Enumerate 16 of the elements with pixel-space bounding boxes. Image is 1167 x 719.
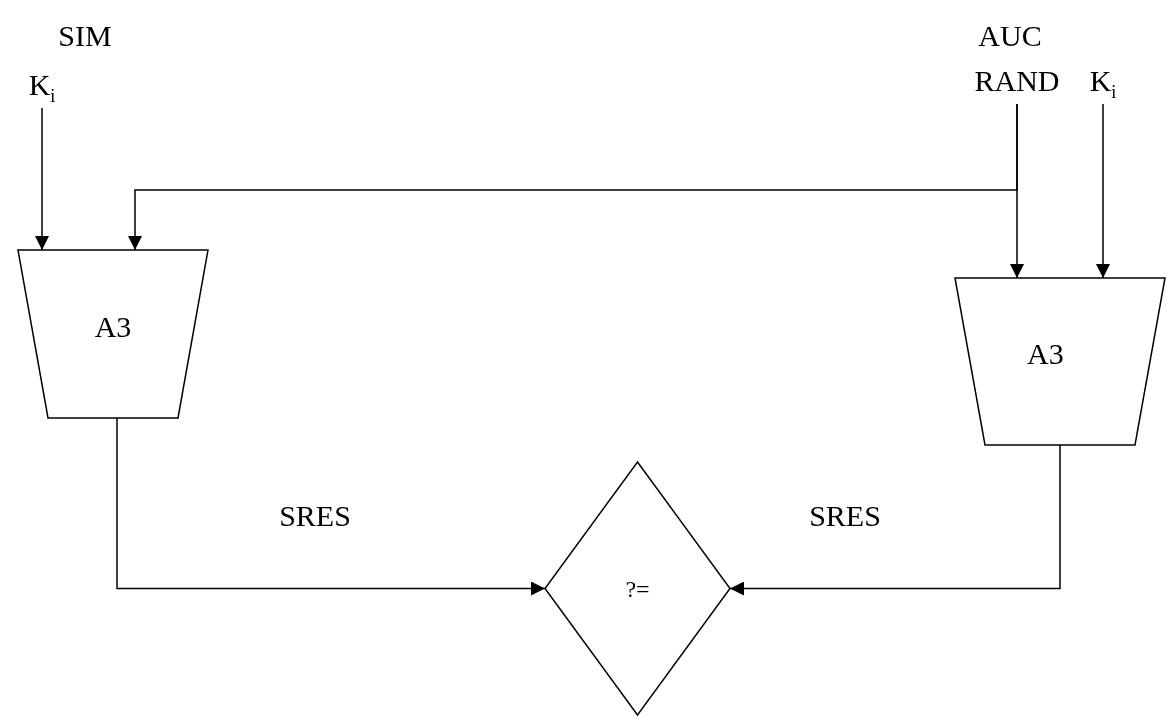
arrow xyxy=(1010,103,1024,279)
block-label: A3 xyxy=(1026,336,1064,370)
heading-label: SIM xyxy=(58,18,112,52)
arrow xyxy=(729,444,1061,596)
trapezoid-block xyxy=(18,250,208,418)
input-label: K$_{i}$ xyxy=(1089,64,1117,103)
block-label: ?= xyxy=(625,575,650,602)
input-label: RAND xyxy=(974,64,1060,97)
arrow xyxy=(116,417,546,596)
decision-diamond xyxy=(545,462,730,715)
trapezoid-block xyxy=(955,278,1165,445)
arrow xyxy=(1096,103,1110,279)
arrow xyxy=(35,107,49,251)
input-label: K$_{i}$ xyxy=(28,68,56,107)
heading-label: AUC xyxy=(978,18,1042,52)
block-label: A3 xyxy=(94,309,132,343)
